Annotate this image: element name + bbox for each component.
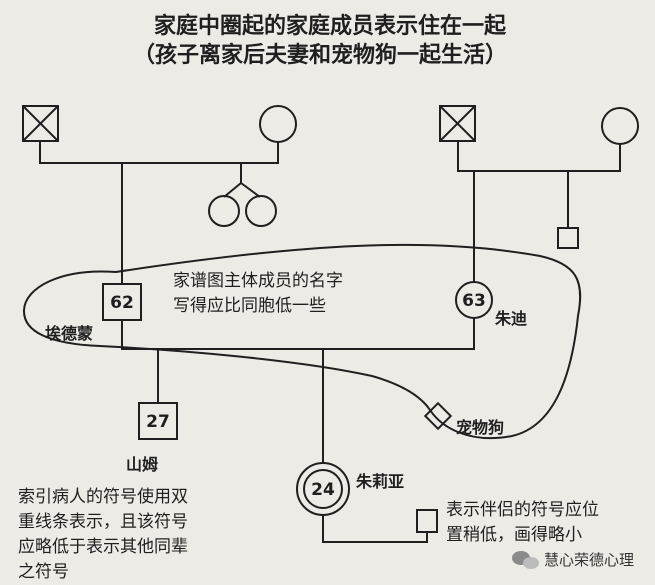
- dog-symbol: [423, 401, 453, 431]
- left-grandmother-symbol: [259, 105, 297, 143]
- partner-note-line-2: 置稍低，画得略小: [446, 525, 582, 545]
- index-person-note-line-4: 之符号: [18, 562, 69, 582]
- title-line-1: 家庭中圈起的家庭成员表示住在一起: [154, 13, 507, 39]
- julia-partner-line: [322, 515, 428, 543]
- index-person-note-line-3: 应略低于表示其他同辈: [18, 537, 188, 557]
- sam-age: 27: [146, 412, 170, 432]
- right-grandfather-deceased-symbol: [439, 105, 476, 142]
- left-grandparents-marriage-line: [39, 141, 279, 164]
- julia-partner-symbol: [416, 509, 438, 533]
- wechat-icon: [512, 551, 539, 569]
- index-person-note-line-2: 重线条表示，且该符号: [18, 512, 188, 532]
- right-grandmother-symbol: [601, 107, 639, 145]
- right-grandparents-marriage-line: [457, 141, 621, 172]
- dog-name-label: 宠物狗: [456, 418, 504, 437]
- main-members-note-line-2: 写得应比同胞低一些: [173, 296, 326, 316]
- edmond-age: 62: [110, 293, 134, 313]
- title-line-2: （孩子离家后夫妻和宠物狗一起生活）: [133, 42, 507, 68]
- household-boundary: [22, 243, 582, 440]
- watermark-text: 慧心荣德心理: [544, 551, 634, 569]
- twin-sisters-symbol: [208, 163, 277, 227]
- index-person-note-line-1: 索引病人的符号使用双: [18, 486, 188, 507]
- judy-age: 63: [462, 291, 486, 311]
- sam-symbol: [138, 402, 178, 440]
- edmond-name-label: 埃德蒙: [45, 324, 93, 343]
- edmond-judy-marriage-line: [121, 318, 475, 350]
- sam-name-label: 山姆: [126, 455, 158, 474]
- judy-brother-symbol: [557, 227, 579, 249]
- julia-name-label: 朱莉亚: [356, 472, 404, 491]
- julia-age: 24: [311, 480, 335, 500]
- main-members-note-line-1: 家谱图主体成员的名字: [173, 271, 343, 291]
- judy-name-label: 朱迪: [495, 309, 527, 328]
- left-grandfather-deceased-symbol: [22, 105, 59, 142]
- julia-index-symbol-inner: [303, 469, 343, 509]
- edmond-symbol: [102, 283, 142, 321]
- partner-note-line-1: 表示伴侣的符号应位: [446, 500, 599, 520]
